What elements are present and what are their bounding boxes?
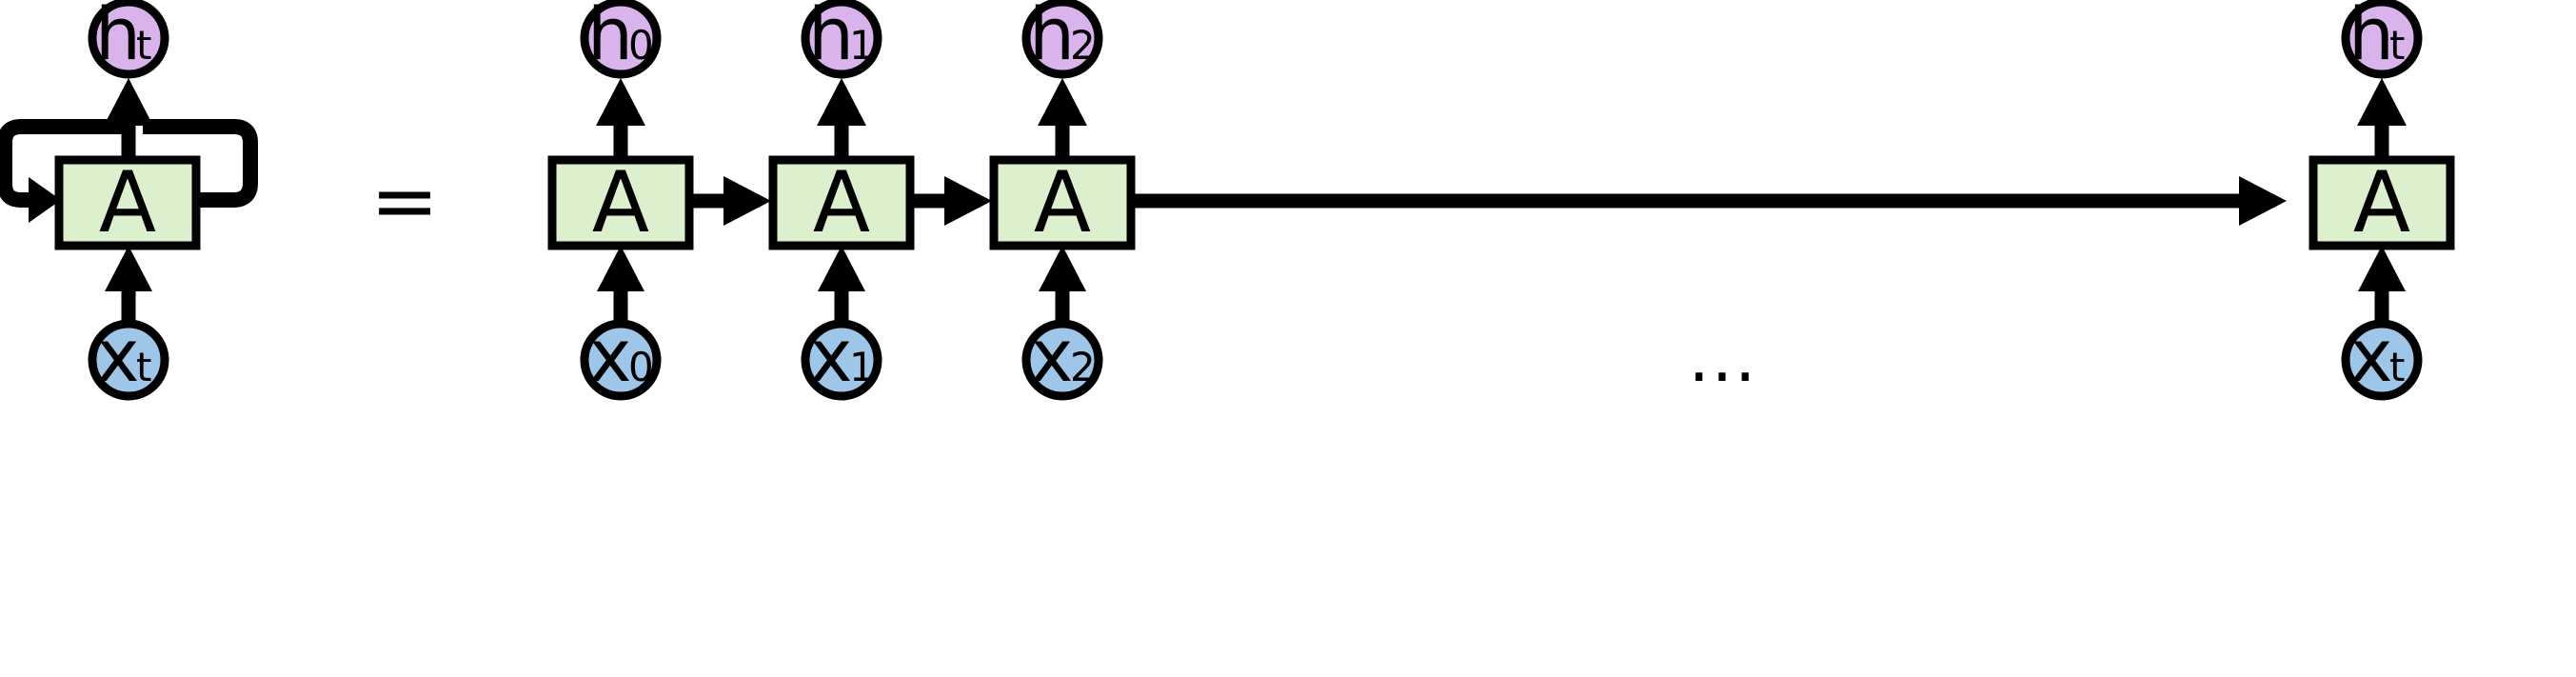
folded-input-arrow	[105, 246, 152, 324]
step-0-output-node: h 0	[580, 0, 662, 79]
folded-output-base: h	[95, 0, 141, 76]
folded-output-arrow	[104, 78, 153, 162]
unrolled-step-2: A h 2 x 2	[989, 0, 1136, 401]
step-1-output-base: h	[808, 0, 854, 76]
step-1-input-node: x 1	[801, 313, 882, 401]
step-0-input-base: x	[589, 313, 632, 398]
step-0-output-base: h	[587, 0, 633, 76]
folded-input-subscript: t	[136, 344, 151, 390]
step-t-input-base: x	[2350, 313, 2393, 398]
unrolled-step-1: A h 1 x 1	[768, 0, 915, 401]
step-t-input-subscript: t	[2389, 344, 2405, 390]
step-1-input-arrow	[818, 246, 865, 324]
step-t-cell-label: A	[2353, 153, 2410, 251]
folded-rnn-group: A h t x t	[0, 0, 258, 401]
step-2-input-base: x	[1031, 313, 1074, 398]
step-0-input-subscript: 0	[628, 344, 654, 390]
step-t-output-node: h t	[2341, 0, 2423, 79]
unrolled-step-0: A h 0 x 0	[547, 0, 694, 401]
step-1-output-arrow	[817, 78, 866, 162]
step-t-output-subscript: t	[2389, 22, 2405, 69]
folded-cell-box: A	[54, 153, 201, 251]
step-2-output-subscript: 2	[1070, 22, 1096, 69]
step-2-cell-label: A	[1034, 153, 1091, 251]
folded-recurrent-loop	[0, 119, 258, 223]
folded-input-base: x	[97, 313, 140, 398]
step-2-output-arrow	[1038, 78, 1087, 162]
step-1-output-node: h 1	[801, 0, 882, 79]
folded-output-subscript: t	[136, 22, 151, 69]
folded-output-node: h t	[88, 0, 169, 79]
equals-symbol: =	[370, 153, 439, 249]
step-2-input-arrow	[1039, 246, 1086, 324]
step-2-input-subscript: 2	[1070, 344, 1096, 390]
step-0-input-node: x 0	[580, 313, 662, 401]
step-t-output-base: h	[2348, 0, 2394, 76]
step-0-cell-label: A	[592, 153, 649, 251]
step-0-output-arrow	[596, 78, 645, 162]
step-t-cell-box: A	[2308, 153, 2455, 251]
step-0-cell-box: A	[547, 153, 694, 251]
step-1-input-subscript: 1	[849, 344, 875, 390]
step-t-input-arrow	[2358, 246, 2406, 324]
step-0-input-arrow	[597, 246, 644, 324]
step-0-output-subscript: 0	[628, 22, 654, 69]
folded-input-node: x t	[88, 313, 169, 401]
unrolled-rnn-group: A h 0 x 0 A	[547, 0, 2455, 401]
step-2-input-node: x 2	[1021, 313, 1103, 401]
step-2-output-node: h 2	[1021, 0, 1103, 79]
step-2-output-base: h	[1029, 0, 1075, 76]
step-1-input-base: x	[810, 313, 853, 398]
step-1-output-subscript: 1	[849, 22, 875, 69]
step-t-input-node: x t	[2341, 313, 2423, 401]
step-1-cell-label: A	[813, 153, 870, 251]
step-t-output-arrow	[2357, 78, 2407, 162]
state-connections	[689, 176, 2287, 226]
unrolled-step-t: A h t x t	[2308, 0, 2455, 401]
folded-cell-label: A	[99, 153, 156, 251]
step-1-cell-box: A	[768, 153, 915, 251]
step-2-cell-box: A	[989, 153, 1136, 251]
sequence-ellipsis: ...	[1689, 319, 1758, 397]
